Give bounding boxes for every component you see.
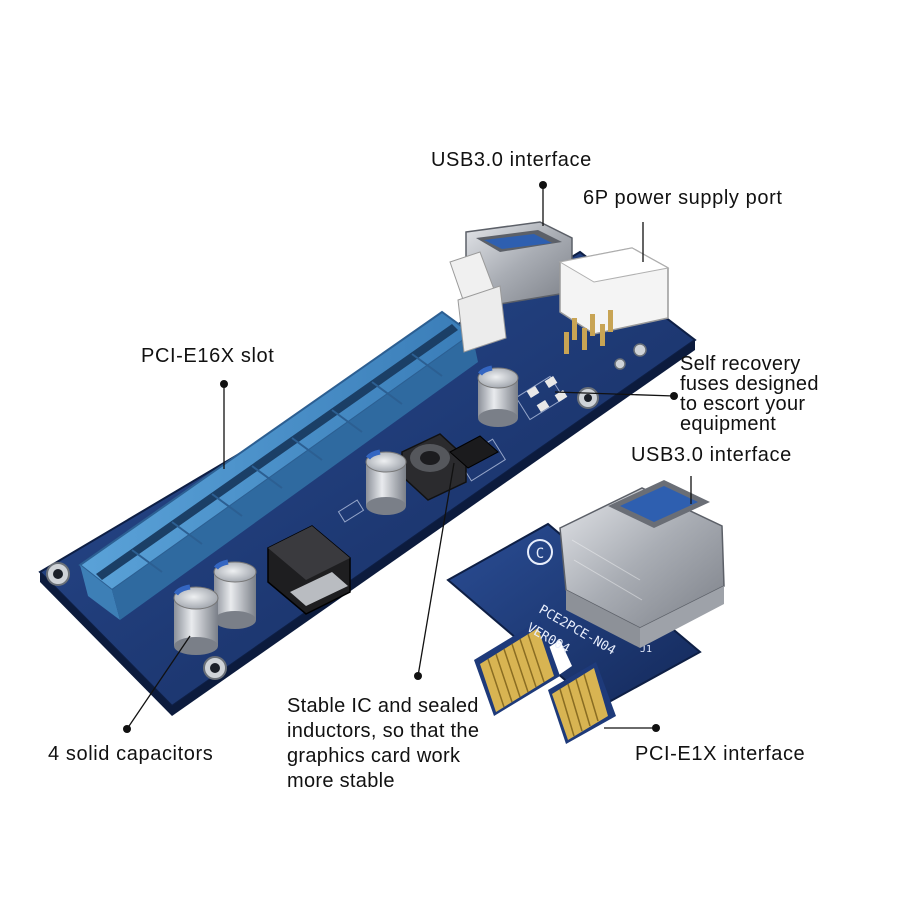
callout-fuses [554,391,678,400]
label-fuses-line-3: to escort your [680,393,806,415]
label-power-port: 6P power supply port [583,187,783,209]
callout-pcie16x [220,380,228,469]
svg-text:C: C [536,546,544,562]
pcie-16x-slot [78,310,478,620]
label-pcie16x: PCI-E16X slot [141,345,275,367]
voltage-regulator [267,525,351,615]
label-fuses-line-2: fuses designed [680,373,819,395]
six-pin-power-connector [558,247,670,354]
label-ic-line-3: graphics card work [287,745,461,767]
label-ic: Stable IC and sealed inductors, so that … [287,694,479,794]
label-usb-right: USB3.0 interface [631,444,792,466]
usb-connector-adapter [559,480,725,648]
callout-ic [414,462,455,680]
usb-connector-main [449,221,573,353]
gold-fingers [474,620,616,744]
label-capacitors: 4 solid capacitors [48,743,214,765]
label-fuses-line-4: equipment [680,413,777,435]
self-recovery-fuses [526,375,568,413]
capacitor-2 [365,449,407,515]
callout-lines [123,181,692,733]
label-usb-top: USB3.0 interface [431,149,592,171]
solid-capacitors [173,365,519,655]
label-ic-line-1: Stable IC and sealed [287,695,479,717]
ic-chip [449,435,499,469]
callout-usb-top [539,181,547,226]
board-logo-icon: C [527,539,553,565]
label-fuses: Self recovery fuses designed to escort y… [680,354,819,434]
label-fuses-line-1: Self recovery [680,353,801,375]
callout-capacitors [123,635,191,733]
board-j1-print: J1 [640,644,652,655]
label-ic-line-4: more stable [287,770,395,792]
capacitor-4 [173,584,219,655]
label-pcie1x: PCI-E1X interface [635,743,806,765]
capacitor-1 [477,365,519,427]
slot-ribs [131,353,443,573]
capacitor-3 [213,559,257,629]
label-ic-line-2: inductors, so that the [287,720,480,742]
callout-pcie1x [604,724,660,732]
